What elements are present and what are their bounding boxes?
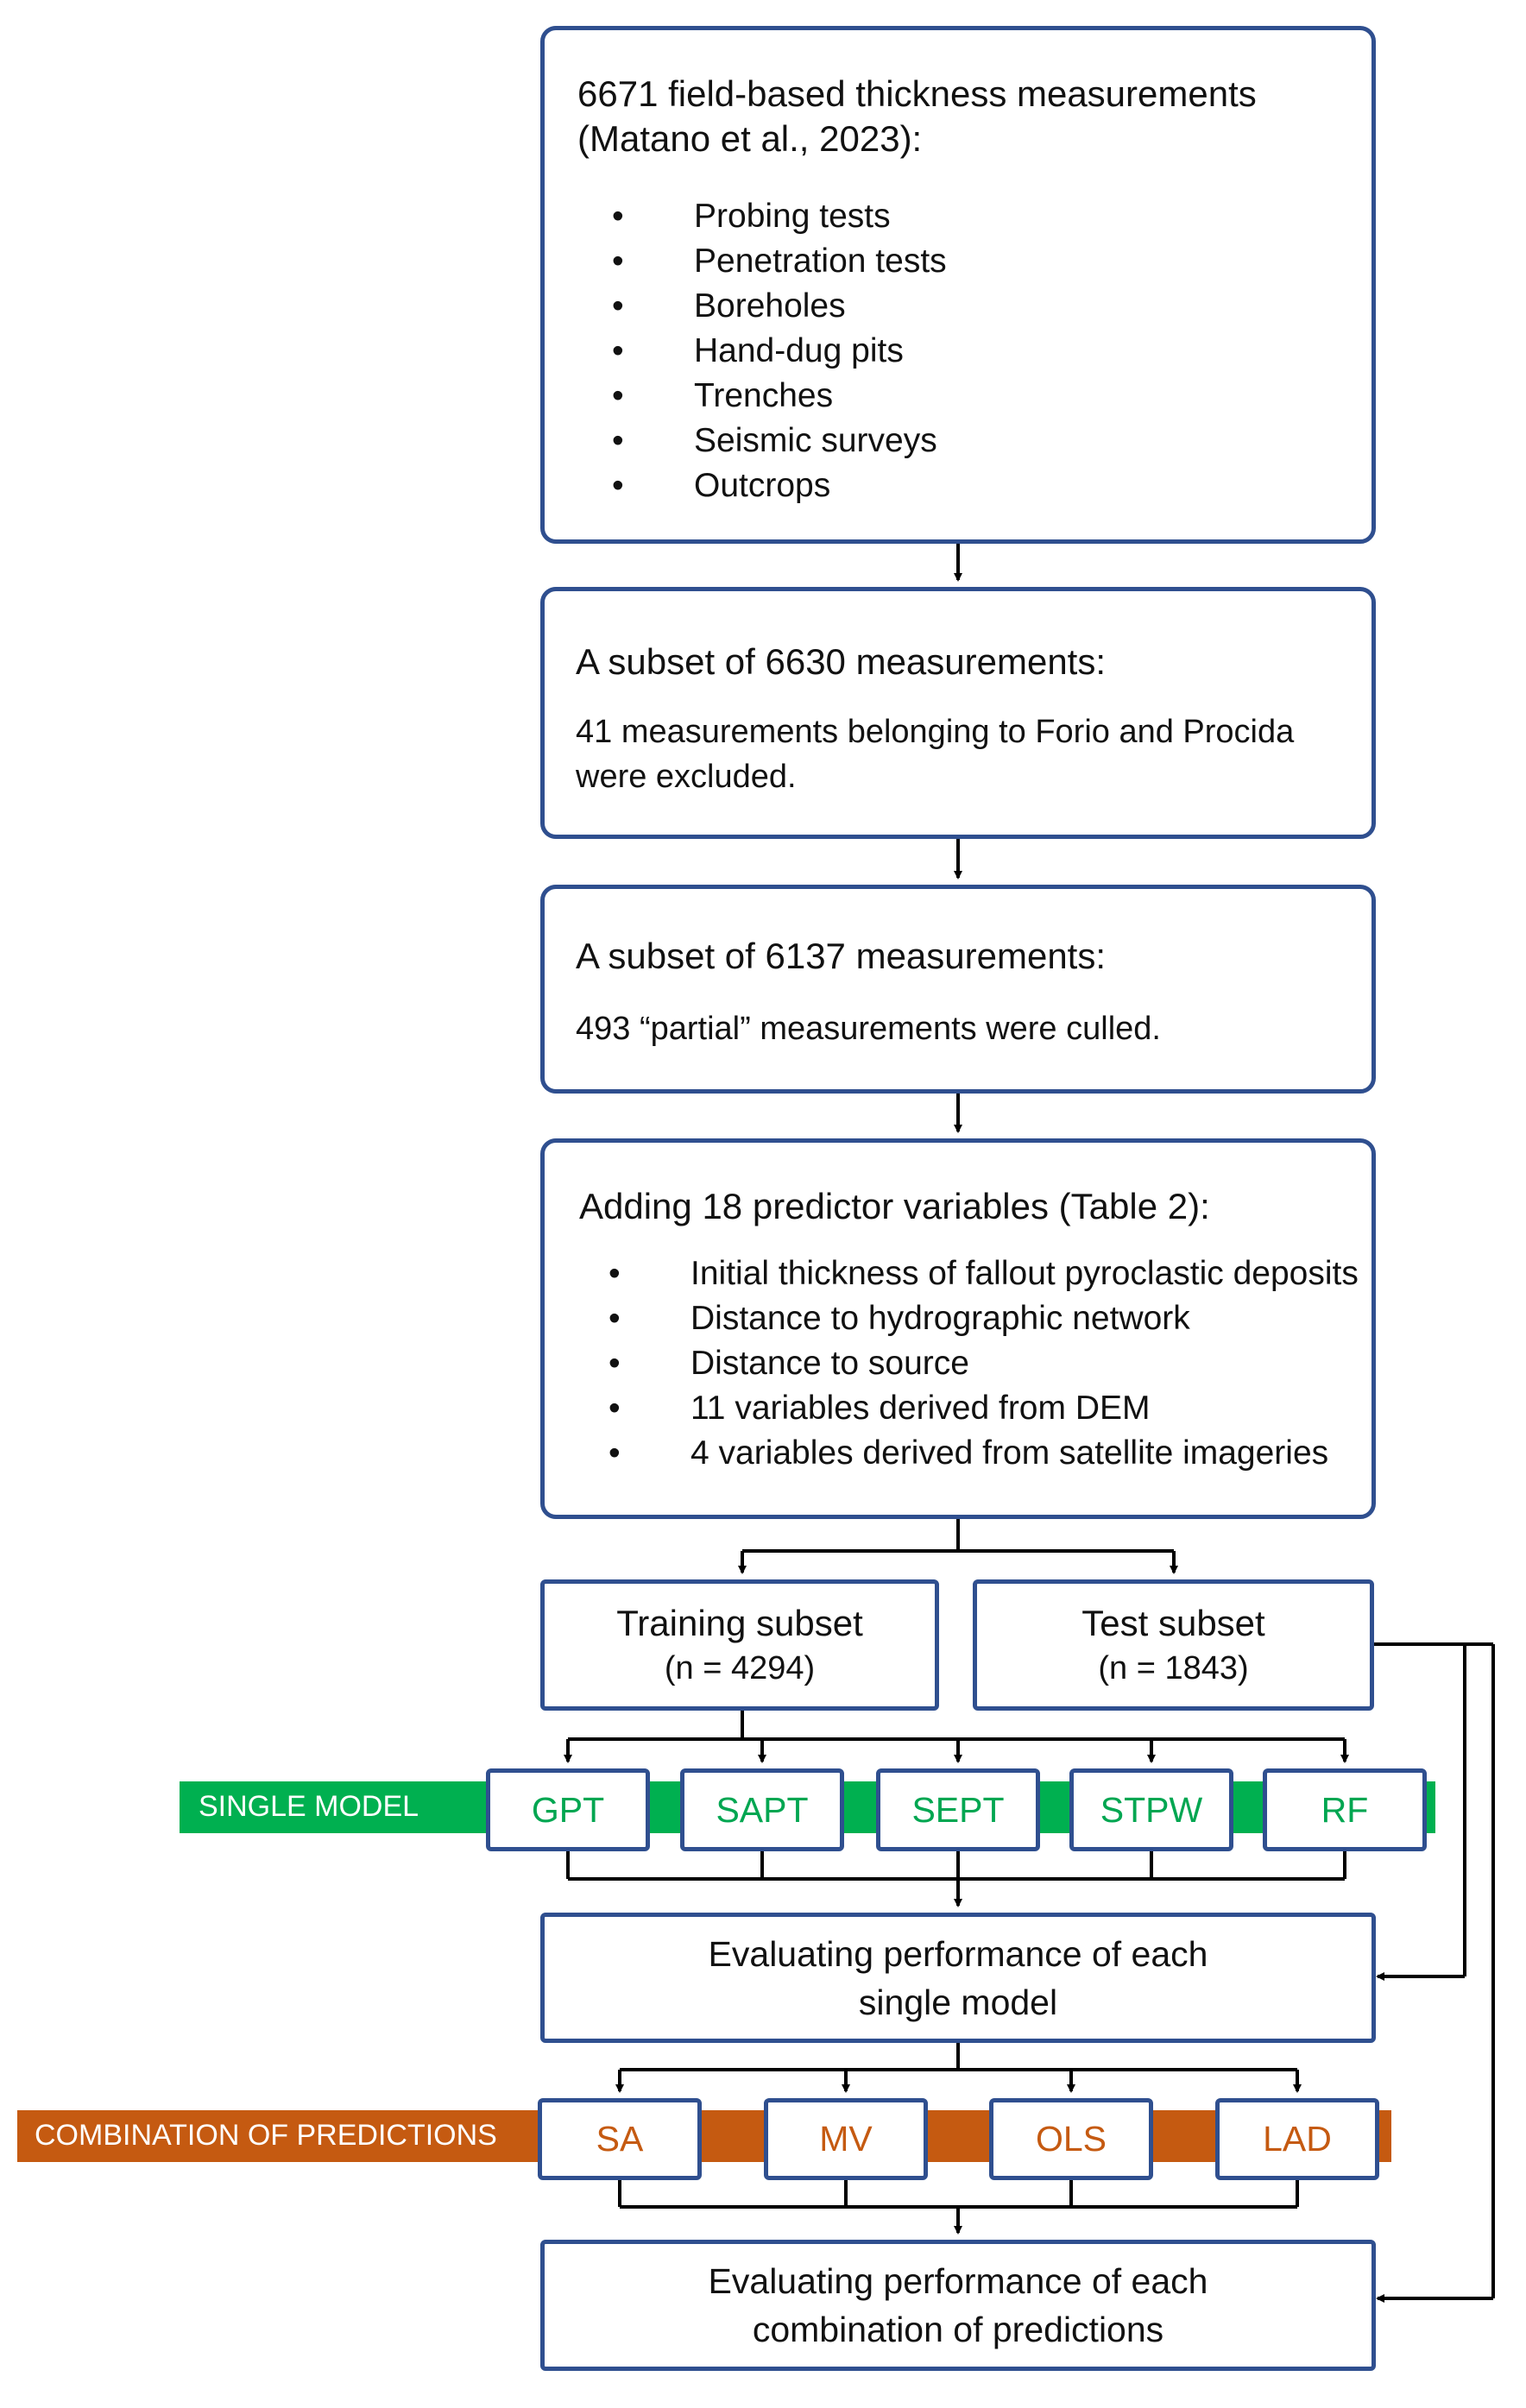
test-subset-label: Test subset <box>1081 1603 1265 1643</box>
combo-sa-box: SA <box>538 2098 702 2180</box>
combo-ols-box: OLS <box>989 2098 1153 2180</box>
list-item: Seismic surveys <box>612 419 947 463</box>
single-model-label: SINGLE MODEL <box>199 1790 419 1823</box>
evaluate-combination-box: Evaluating performance of each combinati… <box>540 2240 1376 2371</box>
model-stpw-box: STPW <box>1069 1768 1233 1851</box>
list-item: Probing tests <box>612 194 947 239</box>
combo-label: LAD <box>1263 2119 1332 2159</box>
training-subset-box: Training subset (n = 4294) <box>540 1579 939 1711</box>
box2-line2: were excluded. <box>576 759 797 795</box>
box2-line1: 41 measurements belonging to Forio and P… <box>576 714 1295 750</box>
training-subset-count: (n = 4294) <box>664 1650 816 1686</box>
list-item: Boreholes <box>612 284 947 329</box>
box4-bullet-list: Initial thickness of fallout pyroclastic… <box>609 1251 1359 1476</box>
box-field-measurements: 6671 field-based thickness measurements … <box>540 26 1376 544</box>
list-item: Distance to hydrographic network <box>609 1296 1359 1341</box>
eval1-line2: single model <box>858 1982 1058 2022</box>
combo-lad-box: LAD <box>1215 2098 1379 2180</box>
combination-band <box>17 2110 1391 2162</box>
box1-bullet-list: Probing tests Penetration tests Borehole… <box>612 194 947 508</box>
combo-label: MV <box>819 2119 873 2159</box>
model-label: GPT <box>531 1789 605 1830</box>
test-subset-count: (n = 1843) <box>1098 1650 1249 1686</box>
box2-title: A subset of 6630 measurements: <box>576 641 1107 682</box>
model-label: SEPT <box>911 1789 1005 1830</box>
box1-title-line2: (Matano et al., 2023): <box>577 118 923 159</box>
list-item: Initial thickness of fallout pyroclastic… <box>609 1251 1359 1296</box>
list-item: Hand-dug pits <box>612 329 947 374</box>
list-item: 4 variables derived from satellite image… <box>609 1431 1359 1476</box>
box-subset-6137: A subset of 6137 measurements: 493 “part… <box>540 885 1376 1094</box>
eval2-line2: combination of predictions <box>752 2310 1164 2349</box>
combo-label: SA <box>596 2119 644 2159</box>
combo-mv-box: MV <box>764 2098 928 2180</box>
combo-label: OLS <box>1035 2119 1107 2159</box>
box4-title: Adding 18 predictor variables (Table 2): <box>579 1186 1210 1226</box>
model-label: SAPT <box>716 1789 809 1830</box>
model-gpt-box: GPT <box>486 1768 650 1851</box>
model-rf-box: RF <box>1263 1768 1427 1851</box>
list-item: 11 variables derived from DEM <box>609 1386 1359 1431</box>
box3-title: A subset of 6137 measurements: <box>576 936 1107 976</box>
evaluate-single-model-box: Evaluating performance of each single mo… <box>540 1913 1376 2043</box>
model-label: STPW <box>1100 1789 1203 1830</box>
box1-title-line1: 6671 field-based thickness measurements <box>577 73 1257 114</box>
training-subset-label: Training subset <box>616 1603 863 1643</box>
list-item: Outcrops <box>612 463 947 508</box>
box3-line1: 493 “partial” measurements were culled. <box>576 1011 1161 1047</box>
list-item: Distance to source <box>609 1341 1359 1386</box>
test-subset-box: Test subset (n = 1843) <box>973 1579 1374 1711</box>
box-subset-6630: A subset of 6630 measurements: 41 measur… <box>540 587 1376 839</box>
model-sept-box: SEPT <box>876 1768 1040 1851</box>
list-item: Penetration tests <box>612 239 947 284</box>
eval1-line1: Evaluating performance of each <box>708 1933 1208 1974</box>
combination-label: COMBINATION OF PREDICTIONS <box>35 2119 497 2152</box>
model-sapt-box: SAPT <box>680 1768 844 1851</box>
eval2-line1: Evaluating performance of each <box>708 2261 1208 2301</box>
list-item: Trenches <box>612 374 947 419</box>
model-label: RF <box>1321 1789 1369 1830</box>
box-predictor-variables: Adding 18 predictor variables (Table 2):… <box>540 1138 1376 1519</box>
